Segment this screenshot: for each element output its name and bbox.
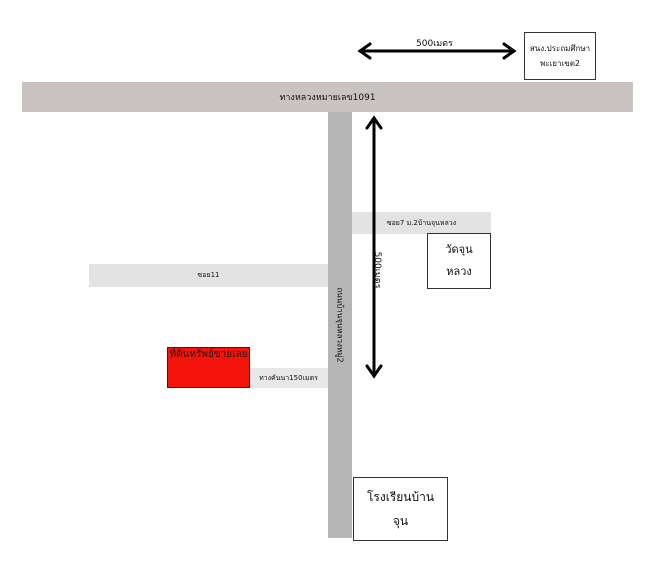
vertical-distance-label: 500เมตร (372, 251, 382, 289)
village-road (328, 112, 352, 538)
highway-1091: ทางหลวงหมายเลข1091 (22, 82, 633, 112)
office-line1: สนง.ประถมศึกษา (529, 44, 591, 53)
dirt-path: ทางคันนา150เมตร (249, 368, 328, 388)
highway-label: ทางหลวงหมายเลข1091 (279, 93, 376, 103)
temple-line1: วัดจุน (445, 243, 473, 256)
horizontal-arrow-icon (357, 42, 517, 60)
land-plot-label: ที่ดินทรัพย์ขายเลย (169, 349, 248, 360)
education-office-box: สนง.ประถมศึกษา พะเยาเขต2 (524, 32, 596, 80)
land-plot-marker: ที่ดินทรัพย์ขายเลย (167, 347, 250, 388)
temple-box: วัดจุน หลวง (427, 233, 491, 289)
office-line2: พะเยาเขต2 (540, 59, 580, 68)
school-box: โรงเรียนบ้าน จุน (353, 477, 448, 541)
soi-11-label: ซอย11 (197, 271, 220, 279)
temple-line2: หลวง (446, 265, 472, 278)
horizontal-distance-label: 500เมตร (416, 39, 453, 49)
school-line2: จุน (392, 514, 409, 528)
soi-7-road: ซอย7 ม.2บ้านจุนหลวง (352, 212, 491, 234)
vertical-arrow-icon (365, 115, 383, 379)
school-line1: โรงเรียนบ้าน (366, 490, 435, 504)
soi-11-road: ซอย11 (89, 264, 328, 287)
soi-7-label: ซอย7 ม.2บ้านจุนหลวง (386, 218, 457, 227)
dirt-path-label: ทางคันนา150เมตร (259, 373, 318, 382)
